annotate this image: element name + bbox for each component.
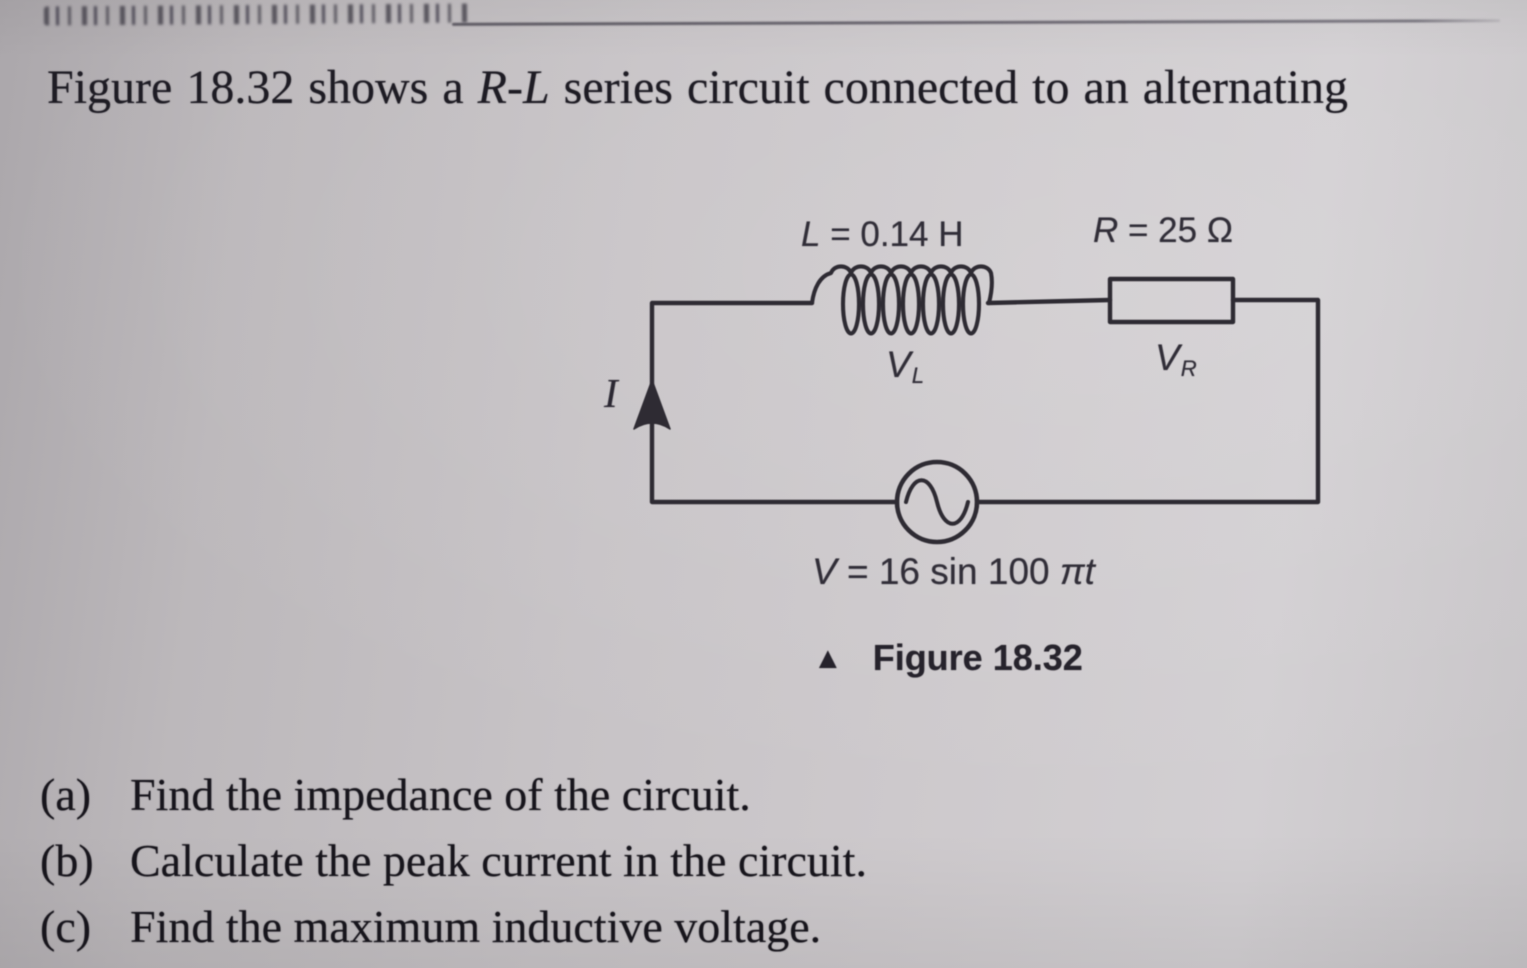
vl-base: V — [886, 344, 911, 385]
wire-inductor-to-resistor — [985, 297, 1113, 306]
resistor-value-label: R = 25 Ω — [1093, 211, 1233, 251]
question-row-b: (b) Calculate the peak current in the cir… — [40, 834, 1500, 887]
heading-suffix: series circuit connected to an alternati… — [549, 61, 1348, 114]
resistor-voltage-label: VR — [1155, 337, 1197, 382]
wire-right-loop — [975, 297, 1321, 505]
source-equation-pit: πt — [1059, 551, 1095, 592]
inductor-voltage-label: VL — [886, 344, 924, 389]
heading-prefix: Figure 18.32 shows a — [47, 61, 478, 114]
source-equation-label: V = 16 sin 100 πt — [812, 551, 1095, 593]
wire-left-loop — [649, 300, 900, 505]
source-equation-body: = 16 sin 100 — [836, 551, 1060, 592]
inductor-symbol: L — [801, 215, 821, 254]
question-row-c: (c) Find the maximum inductive voltage. — [40, 900, 1500, 953]
question-label: (c) — [40, 901, 92, 952]
vr-base: V — [1155, 337, 1180, 378]
question-label: (a) — [40, 769, 92, 820]
sine-wave-icon — [904, 478, 970, 526]
heading-emphasis: R-L — [477, 61, 550, 114]
problem-statement: Figure 18.32 shows a R-L series circuit … — [47, 61, 1522, 115]
inductor-value-label: L = 0.14 H — [801, 215, 963, 255]
caption-triangle-icon: ▲ — [813, 642, 843, 675]
vr-subscript: R — [1180, 356, 1197, 382]
inductor-value: = 0.14 H — [820, 215, 964, 254]
caption-text: Figure 18.32 — [872, 637, 1083, 678]
question-label: (b) — [40, 835, 94, 886]
resistor-value: = 25 Ω — [1118, 211, 1233, 250]
current-arrow-icon — [633, 379, 671, 430]
clipped-text-remnant — [43, 3, 473, 26]
inductor-coil-loops — [840, 272, 982, 336]
resistor-box — [1107, 276, 1236, 325]
circuit-diagram — [633, 264, 1321, 545]
question-text: Calculate the peak current in the circui… — [130, 835, 867, 886]
question-text: Find the maximum inductive voltage. — [130, 901, 822, 952]
current-label: I — [604, 370, 618, 416]
page-rule-line — [451, 19, 1501, 26]
figure-caption: ▲ Figure 18.32 — [813, 637, 1083, 679]
resistor-symbol: R — [1093, 211, 1119, 250]
question-text: Find the impedance of the circuit. — [130, 769, 751, 820]
vl-subscript: L — [911, 363, 925, 389]
source-voltage-symbol: V — [812, 551, 837, 592]
ac-source — [894, 459, 980, 545]
question-row-a: (a) Find the impedance of the circuit. — [40, 768, 1500, 821]
